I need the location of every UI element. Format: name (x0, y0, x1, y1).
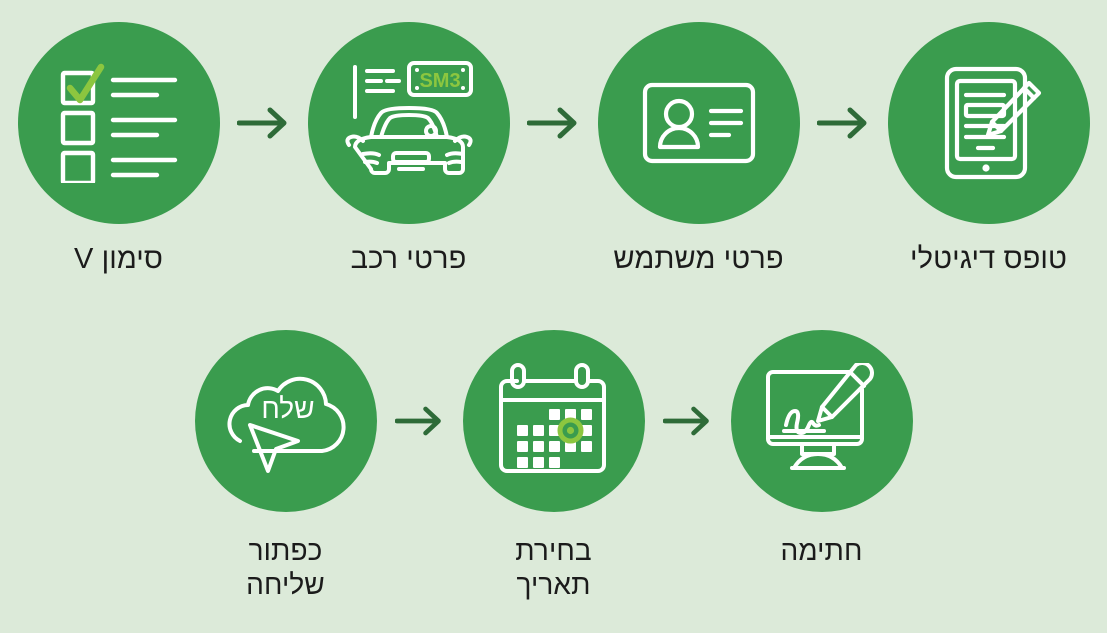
license-plate-text: SM3 (419, 70, 460, 92)
flow-step-label: בחירת תאריך (515, 535, 592, 601)
step-icon-circle: שלח (194, 330, 377, 512)
flow-step-label: פרטי משתמש (613, 243, 784, 275)
flow-row-bottom: חתימה (0, 316, 1107, 633)
flow-step-label: טופס דיגיטלי (909, 243, 1068, 275)
calendar-date-picker-icon (498, 363, 606, 473)
digital-form-tablet-pencil-icon (944, 66, 1041, 180)
car-license-plate-icon: SM3 (344, 61, 473, 175)
step-icon-circle: SM3 (307, 22, 510, 224)
arrow-right-icon (394, 406, 441, 436)
step-icon-circle (597, 22, 800, 224)
selected-date-highlight-icon (557, 417, 583, 444)
cloud-send-text: שלח (261, 393, 314, 424)
flow-step-label: פרטי רכב (350, 243, 467, 275)
flow-step-checkmark[interactable]: סימון V (13, 22, 225, 277)
flow-step-label: סימון V (73, 243, 164, 275)
flow-step-user-details[interactable]: פרטי משתמש (593, 22, 805, 277)
step-icon-circle (17, 22, 220, 224)
checkmark-tick-icon (66, 63, 104, 104)
step-icon-circle (887, 22, 1090, 224)
checklist-checkmark-icon (60, 63, 177, 183)
flow-step-send-button[interactable]: שלח כפתור שליחה (188, 330, 384, 602)
flow-step-date-picker[interactable]: בחירת תאריך (456, 330, 652, 602)
flow-arrow (805, 22, 883, 224)
arrow-right-icon (526, 107, 576, 139)
signature-monitor-pencil-icon (765, 363, 874, 470)
step-icon-circle (730, 330, 913, 512)
flow-step-signature[interactable]: חתימה (724, 330, 920, 568)
flow-step-label: חתימה (780, 535, 863, 566)
flow-row-top: טופס דיגיטלי פרטי משתמש (0, 0, 1107, 316)
flow-arrow (384, 330, 456, 512)
flow-step-label: כפתור שליחה (246, 535, 325, 601)
id-card-user-icon (642, 82, 755, 164)
step-icon-circle (462, 330, 645, 512)
arrow-right-icon (816, 107, 866, 139)
flow-arrow (515, 22, 593, 224)
cloud-upload-cursor-icon: שלח (226, 376, 346, 473)
arrow-right-icon (236, 107, 286, 139)
flow-arrow (652, 330, 724, 512)
flow-step-vehicle-details[interactable]: SM3 פרטי רכב (303, 22, 515, 277)
selected-date-dot-icon (566, 426, 574, 435)
flow-step-digital-form[interactable]: טופס דיגיטלי (883, 22, 1095, 277)
flow-arrow (225, 22, 303, 224)
arrow-right-icon (662, 406, 709, 436)
